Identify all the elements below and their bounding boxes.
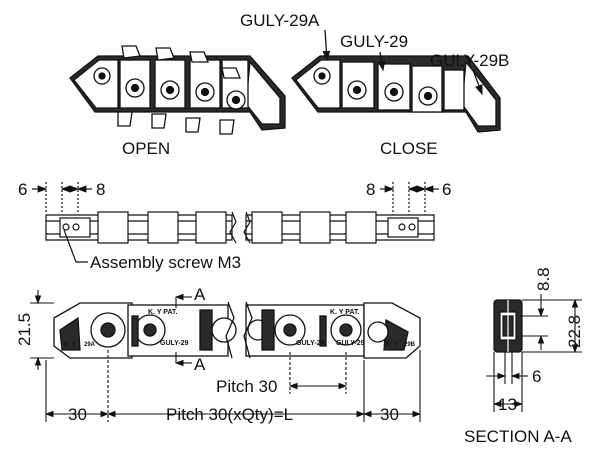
side-view-drawing bbox=[32, 182, 439, 263]
link-mark-guly29-right: GULY-29 bbox=[336, 340, 365, 347]
dim-end-right-30: 30 bbox=[380, 405, 399, 424]
dim-end-left-30: 30 bbox=[68, 405, 87, 424]
dim-right-8: 8 bbox=[366, 180, 376, 199]
link-mark-ky-left: K. Y bbox=[64, 342, 76, 348]
front-view-dimensions bbox=[30, 290, 422, 422]
pitch-total-label: Pitch 30(xQty)=L bbox=[166, 405, 294, 424]
link-mark-29a: 29A bbox=[84, 342, 96, 348]
dim-outer-width-13: 13 bbox=[498, 395, 517, 414]
link-mark-ky-pat-right: K. Y PAT. bbox=[330, 309, 360, 316]
section-a-a-dimensions bbox=[486, 294, 582, 412]
close-caption: CLOSE bbox=[380, 139, 438, 158]
pitch-label: Pitch 30 bbox=[216, 377, 278, 396]
close-chain-illustration bbox=[291, 29, 501, 133]
callout-guly-29: GULY-29 bbox=[340, 32, 409, 51]
link-mark-ky-pat-left: K. Y PAT. bbox=[148, 309, 178, 316]
assembly-screw-note: Assembly screw M3 bbox=[90, 253, 242, 272]
section-mark-a-bottom: A bbox=[194, 355, 206, 374]
dim-height-21-5: 21.5 bbox=[15, 312, 34, 346]
link-mark-guly29-mid: GULY-29 bbox=[296, 340, 325, 347]
dim-right-6: 6 bbox=[442, 180, 452, 199]
callout-guly-29a: GULY-29A bbox=[240, 11, 320, 30]
dim-left-8: 8 bbox=[96, 180, 106, 199]
dim-left-6: 6 bbox=[18, 180, 28, 199]
front-view-drawing bbox=[53, 301, 421, 359]
open-chain-illustration bbox=[69, 45, 286, 135]
section-a-a-title: SECTION A-A bbox=[464, 427, 572, 446]
callout-guly-29b: GULY-29B bbox=[430, 51, 510, 70]
open-caption: OPEN bbox=[122, 139, 171, 158]
dim-inner-height-8-8: 8.8 bbox=[534, 267, 553, 291]
section-mark-a-top: A bbox=[194, 285, 206, 304]
link-mark-ky-right: K. Y bbox=[386, 342, 398, 348]
link-mark-guly29-left: GULY-29 bbox=[160, 340, 189, 347]
section-a-a-drawing bbox=[493, 299, 523, 353]
link-mark-29b: 29B bbox=[404, 342, 416, 348]
dim-outer-height-22-8: 22.8 bbox=[565, 314, 584, 348]
dim-inner-width-6: 6 bbox=[532, 367, 542, 386]
